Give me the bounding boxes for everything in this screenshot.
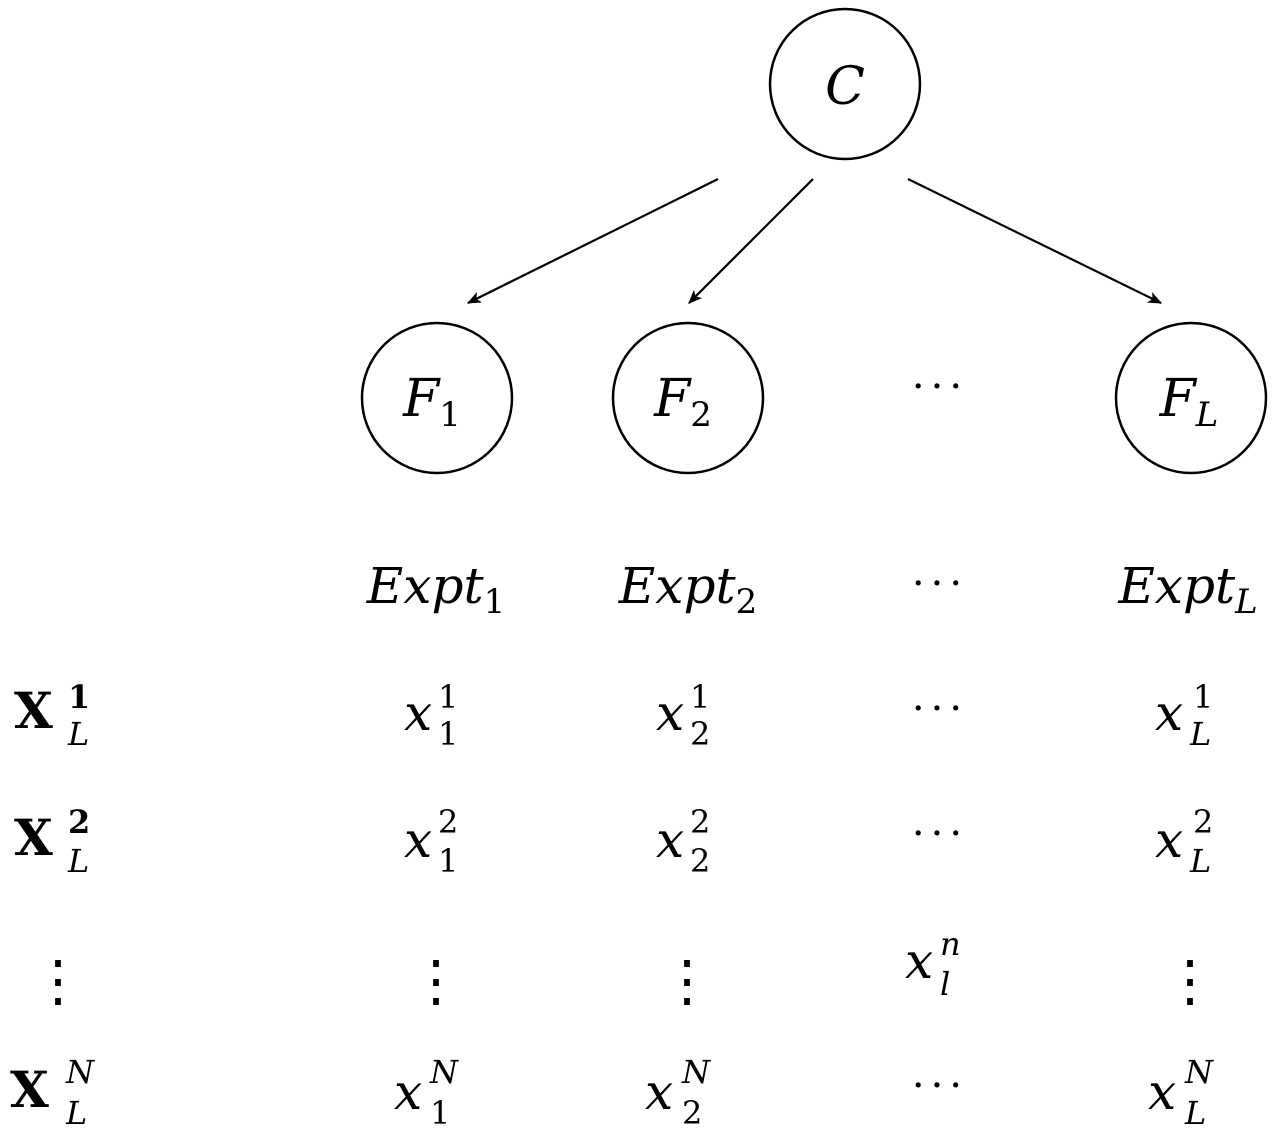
col-1-vdots: ⋮ [408,949,464,1014]
node-ellipsis: ··· [912,364,968,410]
svg-text:1: 1 [68,678,90,716]
svg-text:n: n [940,925,961,963]
col-l-vdots: ⋮ [1162,949,1218,1014]
svg-text:x: x [394,1063,422,1121]
edge-c-to-fl [907,178,1163,304]
svg-text:N: N [1184,1053,1214,1091]
svg-text:FL: FL [1159,369,1219,435]
svg-text:x: x [404,811,432,869]
node-f1-base: F [402,369,441,429]
cell-x-l-2: x 2 L [1155,803,1213,880]
svg-text:1: 1 [430,1094,450,1132]
svg-text:F1: F1 [402,369,461,435]
svg-text:x: x [404,684,432,742]
svg-text:2: 2 [1193,803,1213,841]
node-c-label: C [825,57,865,117]
svg-text:l: l [940,965,950,1003]
experiment-labels: Expt1 Expt2 ··· ExptL [366,557,1258,622]
svg-text:1: 1 [1193,678,1213,716]
svg-text:L: L [67,842,89,880]
svg-text:N: N [429,1053,459,1091]
cell-x-1-2: x 2 1 [404,803,458,880]
svg-text:X: X [14,808,53,867]
svg-text:L: L [1189,715,1211,753]
expt-1-label: Expt1 [366,557,505,622]
cell-x-2-1: x 1 2 [656,678,710,753]
svg-text:2: 2 [438,803,458,841]
data-row-n: X N L x N 1 x N 2 ··· x N L [10,1053,1214,1132]
svg-text:L: L [1189,842,1211,880]
svg-text:2: 2 [68,803,90,841]
edge-c-to-f2 [688,178,814,304]
svg-text:X: X [10,1060,49,1119]
row-n-label: X N L [10,1053,95,1132]
cell-x-l-1: x 1 L [1155,678,1213,753]
svg-text:L: L [1184,1094,1206,1132]
svg-text:1: 1 [690,678,710,716]
cell-x-1-n: x N 1 [394,1053,459,1132]
svg-text:2: 2 [690,842,710,880]
svg-text:N: N [65,1053,95,1091]
svg-text:x: x [656,811,684,869]
node-f1: F1 [360,321,514,475]
svg-text:L: L [67,715,89,753]
data-row-vdots: ⋮ ⋮ ⋮ x n l ⋮ [30,925,1218,1014]
cell-x-l-n: x n l [905,925,961,1003]
svg-text:2: 2 [682,1094,702,1132]
node-f1-sub: 1 [439,395,461,435]
node-fl-base: F [1159,369,1198,429]
svg-text:x: x [1148,1063,1176,1121]
node-f2-base: F [653,369,692,429]
svg-text:2: 2 [690,715,710,753]
row-label-vdots: ⋮ [30,949,86,1014]
row-2-label: X 2 L [14,803,90,880]
node-fl: FL [1114,321,1268,475]
svg-text:x: x [905,932,933,990]
row-1-ellipsis: ··· [912,686,968,732]
data-row-1: X 1 L x 1 1 x 1 2 ··· x 1 L [14,678,1213,753]
svg-text:x: x [645,1063,673,1121]
svg-text:N: N [681,1053,711,1091]
row-n-ellipsis: ··· [912,1063,968,1109]
svg-text:L: L [65,1094,87,1132]
node-fl-sub: L [1195,395,1219,435]
col-2-vdots: ⋮ [659,949,715,1014]
data-row-2: X 2 L x 2 1 x 2 2 ··· x 2 L [14,803,1213,880]
svg-text:x: x [656,684,684,742]
svg-text:x: x [1155,811,1183,869]
cell-x-1-1: x 1 1 [404,678,458,753]
edge-c-to-f1 [466,178,719,304]
node-f2-sub: 2 [690,395,712,435]
row-2-ellipsis: ··· [912,811,968,857]
svg-text:2: 2 [690,803,710,841]
svg-text:X: X [14,681,53,740]
node-f2: F2 [611,321,765,475]
svg-text:F2: F2 [653,369,712,435]
svg-text:1: 1 [438,678,458,716]
svg-text:x: x [1155,684,1183,742]
expt-ellipsis: ··· [912,561,968,607]
row-1-label: X 1 L [14,678,90,753]
expt-l-label: ExptL [1117,557,1257,622]
cell-x-l-n-bottom: x N L [1148,1053,1214,1132]
svg-text:1: 1 [438,715,458,753]
svg-text:1: 1 [438,842,458,880]
expt-2-label: Expt2 [618,557,757,622]
cell-x-2-n: x N 2 [645,1053,711,1132]
cell-x-2-2: x 2 2 [656,803,710,880]
node-c: C [768,7,922,161]
